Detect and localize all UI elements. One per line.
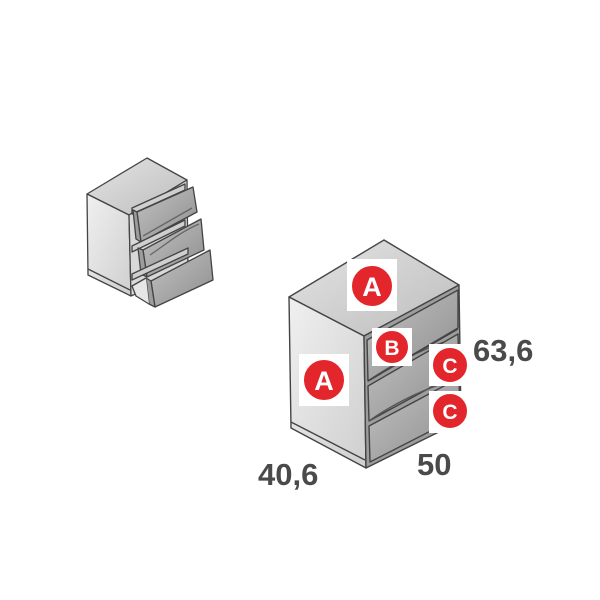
svg-text:B: B <box>384 337 399 360</box>
dimension-width: 50 <box>417 447 451 482</box>
badge-drawer-c-1: C <box>429 344 471 386</box>
badge-top-a: A <box>347 259 397 311</box>
badge-side-a: A <box>299 354 349 406</box>
dimension-height: 63,6 <box>473 333 533 368</box>
svg-text:C: C <box>442 355 457 378</box>
small-drawer-3 <box>131 247 214 308</box>
badge-drawer-c-2: C <box>429 391 471 433</box>
dimension-depth: 40,6 <box>258 457 318 492</box>
svg-text:C: C <box>442 401 457 424</box>
small-drawer-1 <box>131 183 198 243</box>
small-chest <box>86 157 214 308</box>
svg-text:A: A <box>314 366 334 396</box>
svg-text:A: A <box>362 272 382 302</box>
badge-drawer-b: B <box>372 328 412 366</box>
